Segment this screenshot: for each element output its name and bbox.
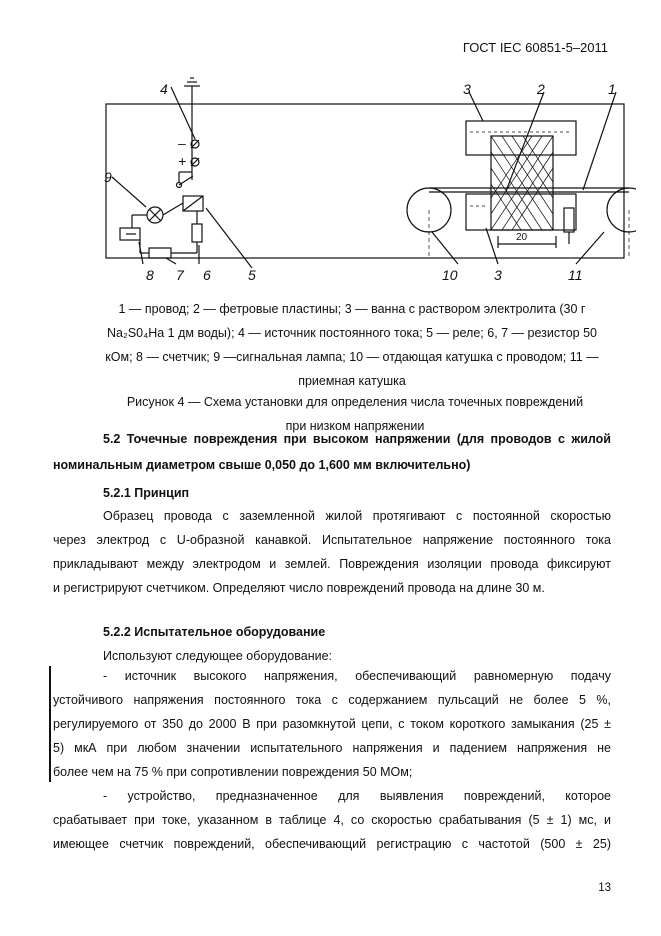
label-1: 1 xyxy=(608,81,616,97)
plus-sign: + xyxy=(178,153,186,169)
label-11: 11 xyxy=(568,267,583,283)
felt-pads xyxy=(490,135,554,231)
section-5-2-1-heading: 5.2.1 Принцип xyxy=(103,486,190,500)
equipment-item2-line: срабатывает при токе, указанном в таблиц… xyxy=(53,813,611,827)
page-number: 13 xyxy=(598,882,611,894)
frame-outline xyxy=(105,103,625,259)
figure-legend: 1 — провод; 2 — фетровые пластины; 3 — в… xyxy=(97,297,607,393)
label-4: 4 xyxy=(160,81,168,97)
label-6: 6 xyxy=(203,267,211,283)
paragraph-line: через электрод с U-образной канавкой. Ис… xyxy=(53,533,611,547)
label-5: 5 xyxy=(248,267,256,283)
equipment-item2-line: - устройство, предназначенное для выявле… xyxy=(103,789,611,803)
equipment-item1-line: 5) мкА при любом значении испытательного… xyxy=(53,741,611,755)
equipment-intro: Используют следующее оборудование: xyxy=(103,649,333,663)
switch-contact xyxy=(175,181,183,189)
label-8: 8 xyxy=(146,267,154,283)
equipment-item1-line: устойчивого напряжения постоянного тока … xyxy=(53,693,611,707)
bath-bottom xyxy=(465,193,577,231)
bath-top xyxy=(465,120,577,156)
equipment-item2-line: имеющее счетчик повреждений, обеспечиваю… xyxy=(53,837,611,851)
resistor-7 xyxy=(148,247,172,259)
electrode-probe xyxy=(563,207,575,233)
label-3-top: 3 xyxy=(463,81,471,97)
figure-title: Рисунок 4 — Схема установки для определе… xyxy=(100,390,610,438)
terminal-minus xyxy=(190,139,200,149)
figure-title-line: Рисунок 4 — Схема установки для определе… xyxy=(126,395,584,409)
minus-sign: – xyxy=(177,135,186,151)
section-5-2-heading-line2: номинальным диаметром свыше 0,050 до 1,6… xyxy=(53,458,471,472)
label-3-bottom: 3 xyxy=(494,267,502,283)
paragraph-line: прикладывают между электродом и землей. … xyxy=(53,557,611,571)
schematic-svg: 4 – + 9 8 7 6 5 3 2 1 10 3 11 20 xyxy=(104,77,636,283)
figure-title-line: при низком напряжении xyxy=(285,419,425,433)
dimension-label: 20 xyxy=(516,232,528,243)
take-up-reel xyxy=(606,187,636,233)
label-7: 7 xyxy=(176,267,185,283)
legend-line: кОм; 8 — счетчик; 9 —сигнальная лампа; 1… xyxy=(105,350,599,364)
section-5-2-heading-line1: 5.2 Точечные повреждения при высоком нап… xyxy=(103,432,611,446)
resistor-6 xyxy=(191,223,203,243)
switch-blade xyxy=(178,175,194,186)
label-2: 2 xyxy=(536,81,545,97)
paragraph-line: Образец провода с заземленной жилой прот… xyxy=(103,509,611,523)
terminal-plus xyxy=(190,157,200,167)
equipment-item1-line: более чем на 75 % при сопротивлении повр… xyxy=(53,765,413,779)
document-code: ГОСТ IEC 60851-5–2011 xyxy=(462,40,608,55)
change-bar xyxy=(49,666,51,782)
paragraph-line: и регистрируют счетчиком. Определяют чис… xyxy=(53,581,545,595)
counter-box xyxy=(119,227,141,241)
legend-line: Na₂S0₄На 1 дм воды); 4 — источник постоя… xyxy=(106,326,597,340)
legend-line: приемная катушка xyxy=(298,374,406,388)
legend-line: 1 — провод; 2 — фетровые пластины; 3 — в… xyxy=(118,302,586,316)
label-9: 9 xyxy=(104,169,112,185)
equipment-item1-line: - источник высокого напряжения, обеспечи… xyxy=(103,669,611,683)
label-10: 10 xyxy=(442,267,458,283)
section-5-2-2-heading: 5.2.2 Испытательное оборудование xyxy=(103,625,326,639)
equipment-item1-line: регулируемого от 350 до 2000 В при разом… xyxy=(53,717,611,731)
figure-4-schematic: 4 – + 9 8 7 6 5 3 2 1 10 3 11 20 xyxy=(96,68,636,290)
